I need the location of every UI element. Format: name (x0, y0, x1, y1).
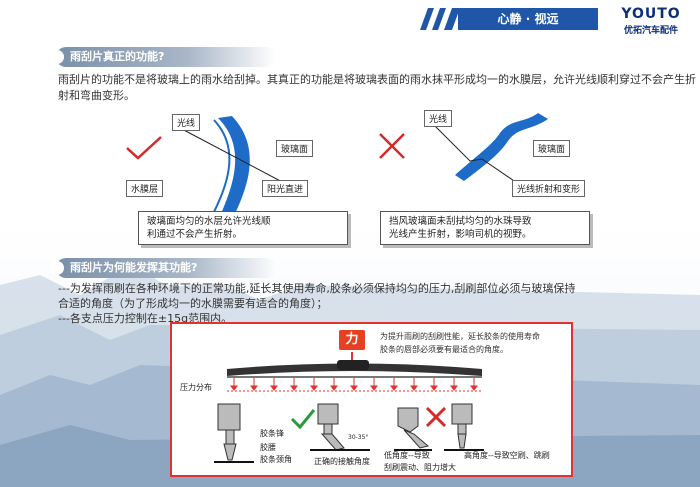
panel-note: 为提升雨刷的刮刷性能，延长胶条的使用寿命 胶条的唇部必须要有最适合的角度。 (380, 330, 540, 356)
part-root-label: 胶条颈角 (260, 455, 292, 464)
refraction-diagram (433, 113, 548, 185)
label-glass-bad: 玻璃面 (533, 140, 571, 157)
stripes-decoration (420, 8, 460, 30)
label-refraction: 光线折射和变形 (512, 180, 586, 197)
part-waist-label: 胶腰 (260, 443, 276, 452)
angle-label: 30-35° (348, 434, 369, 441)
force-badge: 力 (339, 330, 365, 350)
label-light-good: 光线 (172, 114, 201, 131)
cross-icon (425, 406, 447, 428)
note-bad: 挡风玻璃面未刮拭均匀的水珠导致 光线产生折射，影响司机的视野。 (380, 211, 590, 245)
high-angle-profile (444, 403, 484, 451)
cross-icon (379, 133, 405, 159)
panel-note-line1: 为提升雨刷的刮刷性能，延长胶条的使用寿命 (380, 332, 540, 341)
note-good: 玻璃面均匀的水层允许光线顺 利通过不会产生折射。 (138, 211, 348, 245)
pressure-arrows (227, 378, 482, 392)
bullet-2: ---各支点压力控制在±15g范围内。 (58, 312, 233, 325)
caption-low-line1: 低角度--导致 (384, 451, 430, 460)
section-title-function: 雨刮片真正的功能? (50, 47, 276, 67)
check-icon (290, 409, 316, 430)
panel-note-line2: 胶条的唇部必须要有最适合的角度。 (380, 345, 508, 354)
note-good-line2: 利通过不会产生折射。 (147, 229, 243, 240)
slogan: 心静 · 视远 (458, 8, 598, 30)
caption-low-line2: 刮刷震动、阻力增大 (384, 463, 456, 472)
note-bad-line2: 光线产生折射，影响司机的视野。 (389, 229, 532, 240)
correct-film-diagram (179, 116, 306, 217)
section-body-function: 雨刮片的功能不是将玻璃上的雨水给刮掉。其真正的功能是将玻璃表面的雨水抹平形成均一… (58, 73, 696, 102)
bullet-list: ---为发挥雨刷在各种环境下的正常功能,延长其使用寿命,胶条必须保持均匀的压力,… (58, 281, 698, 326)
brand-logo: YOUTO 优拓汽车配件 (606, 6, 696, 36)
check-icon (126, 136, 162, 160)
label-light-bad: 光线 (424, 110, 453, 127)
caption-low: 低角度--导致 刮刷震动、阻力增大 (384, 450, 456, 474)
caption-high: 高角度--导致空刷、跳刷 (464, 451, 550, 460)
wiper-blade-illustration (227, 352, 482, 378)
correct-angle-profile (310, 403, 370, 451)
label-film: 水膜层 (126, 180, 164, 197)
section-title-why: 雨刮片为何能发挥其功能? (50, 258, 276, 278)
part-blade-label: 胶条锋 (260, 429, 284, 438)
logo-text: YOUTO (621, 6, 681, 22)
wiper-pressure-panel: 力 为提升雨刷的刮刷性能，延长胶条的使用寿命 胶条的唇部必须要有最适合的角度。 (170, 322, 573, 477)
rubber-profile (214, 403, 254, 463)
note-bad-line1: 挡风玻璃面未刮拭均匀的水珠导致 (389, 216, 532, 227)
low-angle-profile (394, 407, 432, 451)
bullet-1-line1: ---为发挥雨刷在各种环境下的正常功能,延长其使用寿命,胶条必须保持均匀的压力,… (58, 282, 576, 295)
caption-correct: 正确的接触角度 (314, 457, 370, 466)
label-glass-good: 玻璃面 (276, 140, 314, 157)
bullet-1-line2: 合适的角度（为了形成均一的水膜需要有适合的角度）； (58, 297, 328, 310)
pressure-label: 压力分布 (180, 383, 212, 392)
logo-subtext: 优拓汽车配件 (623, 26, 678, 36)
label-straight: 阳光直进 (262, 180, 309, 197)
note-good-line1: 玻璃面均匀的水层允许光线顺 (147, 216, 271, 227)
